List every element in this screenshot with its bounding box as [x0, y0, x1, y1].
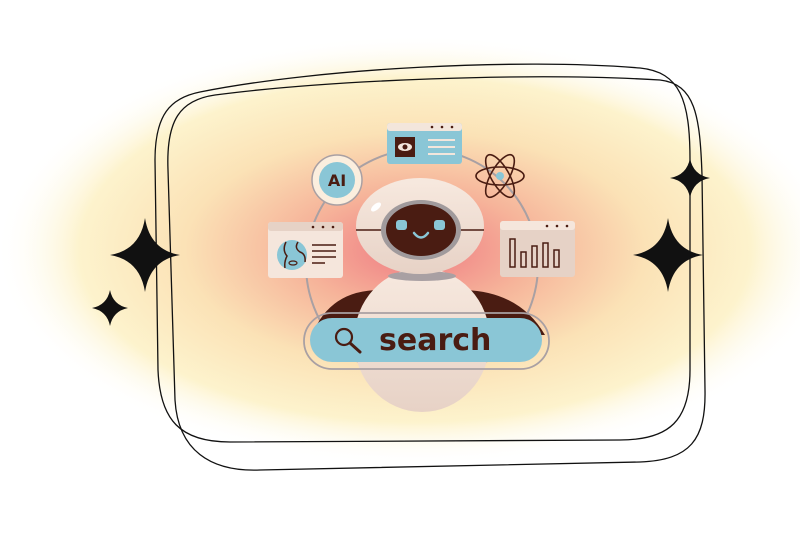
bar-chart-card [500, 221, 575, 277]
globe-icon [277, 240, 307, 270]
eye-card [387, 123, 462, 164]
search-icon [334, 327, 362, 354]
ai-badge-label: AI [328, 171, 346, 190]
atom-icon [475, 153, 525, 199]
search-bar: search [303, 312, 550, 370]
ai-badge: AI [311, 154, 363, 206]
sparkle-icon [92, 158, 710, 326]
bar-chart-icon [509, 238, 560, 268]
frame-outlines [154, 63, 706, 471]
eye-icon [398, 143, 412, 151]
globe-card [268, 222, 343, 278]
search-bar-label: search [379, 323, 491, 358]
